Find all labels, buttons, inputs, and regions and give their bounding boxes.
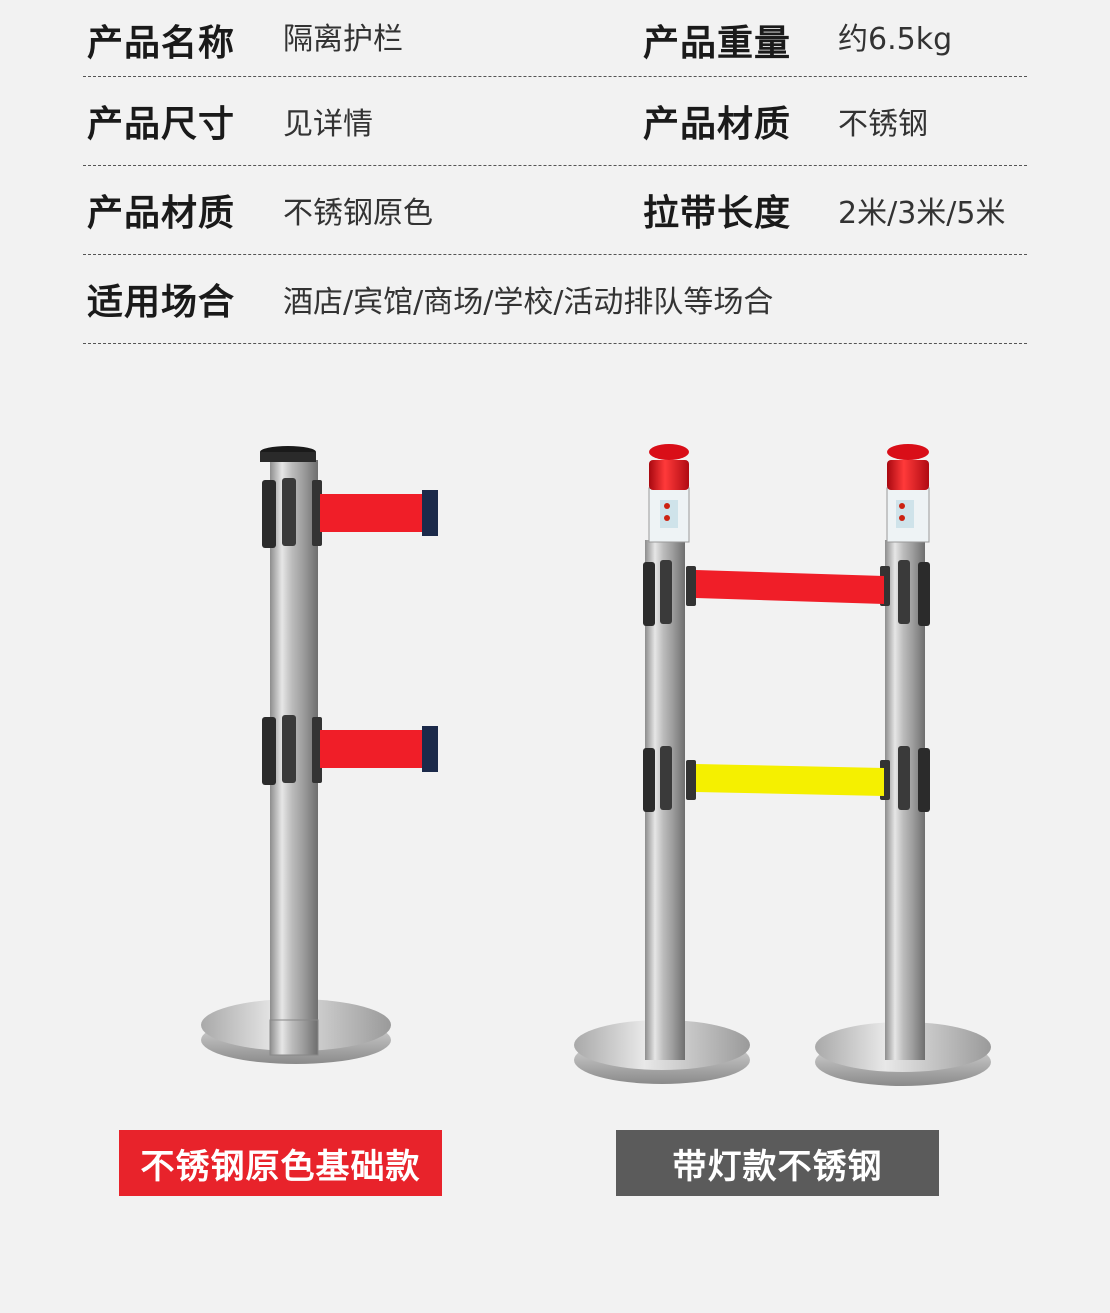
spec-label: 产品材质 <box>643 104 792 145</box>
spec-label: 产品重量 <box>643 23 792 64</box>
belt-yellow <box>696 764 884 796</box>
spec-row: 产品材质 不锈钢原色 拉带长度 2米/3米/5米 <box>83 166 1027 255</box>
spec-value: 不锈钢 <box>838 107 928 142</box>
basic-post <box>201 446 438 1064</box>
spec-table: 产品名称 隔离护栏 产品重量 约6.5kg 产品尺寸 见详情 产品材质 不锈钢 … <box>83 0 1027 344</box>
spec-value: 约6.5kg <box>838 22 953 57</box>
belt-red <box>696 570 884 604</box>
spec-label: 产品名称 <box>87 23 236 64</box>
belt-red <box>320 494 424 532</box>
spec-label: 拉带长度 <box>643 193 792 234</box>
product-illustration <box>201 444 991 1086</box>
spec-value: 酒店/宾馆/商场/学校/活动排队等场合 <box>283 285 774 320</box>
spec-row: 适用场合 酒店/宾馆/商场/学校/活动排队等场合 <box>83 255 1027 344</box>
light-post-right <box>815 444 991 1086</box>
spec-value: 不锈钢原色 <box>283 196 433 231</box>
spec-row: 产品尺寸 见详情 产品材质 不锈钢 <box>83 77 1027 166</box>
belt-red <box>320 730 424 768</box>
light-model-caption: 带灯款不锈钢 <box>616 1130 939 1196</box>
spec-row: 产品名称 隔离护栏 产品重量 约6.5kg <box>83 0 1027 77</box>
light-post-left <box>574 444 750 1084</box>
spec-value: 2米/3米/5米 <box>838 196 1006 231</box>
basic-model-caption: 不锈钢原色基础款 <box>119 1130 442 1196</box>
spec-value: 隔离护栏 <box>283 22 403 57</box>
spec-label: 适用场合 <box>87 282 236 323</box>
spec-label: 产品材质 <box>87 193 236 234</box>
spec-label: 产品尺寸 <box>87 104 236 145</box>
spec-value: 见详情 <box>283 107 373 142</box>
